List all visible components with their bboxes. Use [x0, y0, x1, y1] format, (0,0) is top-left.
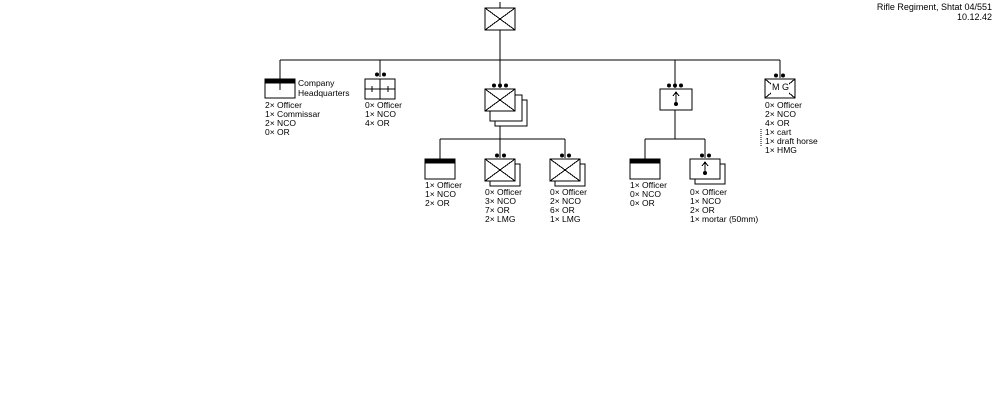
strength-line: 1× cart	[765, 127, 792, 137]
strength-line: 2× OR	[690, 205, 715, 215]
rifle-section-b-strength: 0× Officer 2× NCO 6× OR 1× LMG	[550, 188, 587, 224]
strength-line: 0× Officer	[485, 187, 522, 197]
strength-line: 1× Commissar	[265, 109, 321, 119]
strength-line: 0× Officer	[765, 100, 802, 110]
mg-symbol-text: M G	[772, 82, 789, 92]
company-hq-strength: 2× Officer 1× Commissar 2× NCO 0× OR	[265, 101, 320, 137]
mortar-section-symbol	[689, 158, 726, 185]
strength-line: 0× Officer	[550, 187, 587, 197]
strength-line: 0× Officer	[690, 187, 727, 197]
mg-section-symbol	[764, 78, 796, 99]
echelon-dots	[375, 72, 785, 175]
medical-symbol	[364, 78, 396, 100]
document-title: Rifle Regiment, Shtat 04/551 10.12.42	[877, 2, 992, 22]
company-hq-label-line2: Headquarters	[298, 88, 350, 98]
strength-line: 0× Officer	[365, 100, 402, 110]
company-hq-side-label: Company Headquarters	[298, 78, 350, 98]
strength-line: 3× NCO	[485, 196, 516, 206]
strength-line: 2× Officer	[265, 100, 302, 110]
strength-line: 0× OR	[630, 198, 655, 208]
mortar-platoon-symbol	[659, 88, 693, 111]
strength-line: 1× Officer	[630, 180, 667, 190]
mortar-platoon-hq-strength: 1× Officer 0× NCO 0× OR	[630, 181, 667, 208]
strength-line: 2× NCO	[265, 118, 296, 128]
strength-line: 1× NCO	[690, 196, 721, 206]
strength-line: 1× NCO	[365, 109, 396, 119]
strength-line: 2× NCO	[550, 196, 581, 206]
strength-line: 0× OR	[265, 127, 290, 137]
strength-line: 2× LMG	[485, 214, 516, 224]
title-text: Rifle Regiment, Shtat 04/551	[876, 2, 992, 12]
strength-line: 1× mortar (50mm)	[690, 214, 759, 224]
strength-line: 2× OR	[425, 198, 450, 208]
strength-line: 1× LMG	[550, 214, 581, 224]
strength-line: 4× OR	[365, 118, 390, 128]
company-hq-symbol	[264, 78, 296, 99]
rifle-platoon-symbol	[484, 88, 528, 127]
rifle-section-a-strength: 0× Officer 3× NCO 7× OR 2× LMG	[485, 188, 522, 224]
strength-line: 1× draft horse	[765, 136, 818, 146]
strength-line: 1× NCO	[425, 189, 456, 199]
connector-lines	[279, 2, 781, 159]
rifle-platoon-hq-symbol	[424, 158, 456, 180]
mg-section-strength: 0× Officer 2× NCO 4× OR 1× cart 1× draft…	[765, 101, 818, 155]
rifle-platoon-hq-strength: 1× Officer 1× NCO 2× OR	[425, 181, 462, 208]
strength-line: 1× HMG	[765, 145, 797, 155]
company-hq-label-line1: Company	[298, 78, 335, 88]
company-symbol	[484, 7, 516, 31]
mortar-platoon-hq-symbol	[629, 158, 661, 180]
mortar-section-strength: 0× Officer 1× NCO 2× OR 1× mortar (50mm)	[690, 188, 758, 224]
strength-line: 6× OR	[550, 205, 575, 215]
rifle-section-b-symbol	[549, 158, 586, 187]
strength-line: 0× NCO	[630, 189, 661, 199]
medical-strength: 0× Officer 1× NCO 4× OR	[365, 101, 402, 128]
strength-line: 1× Officer	[425, 180, 462, 190]
rifle-section-a-symbol	[484, 158, 521, 187]
strength-line: 2× NCO	[765, 109, 796, 119]
title-date: 10.12.42	[956, 12, 992, 22]
strength-line: 4× OR	[765, 118, 790, 128]
strength-line: 7× OR	[485, 205, 510, 215]
